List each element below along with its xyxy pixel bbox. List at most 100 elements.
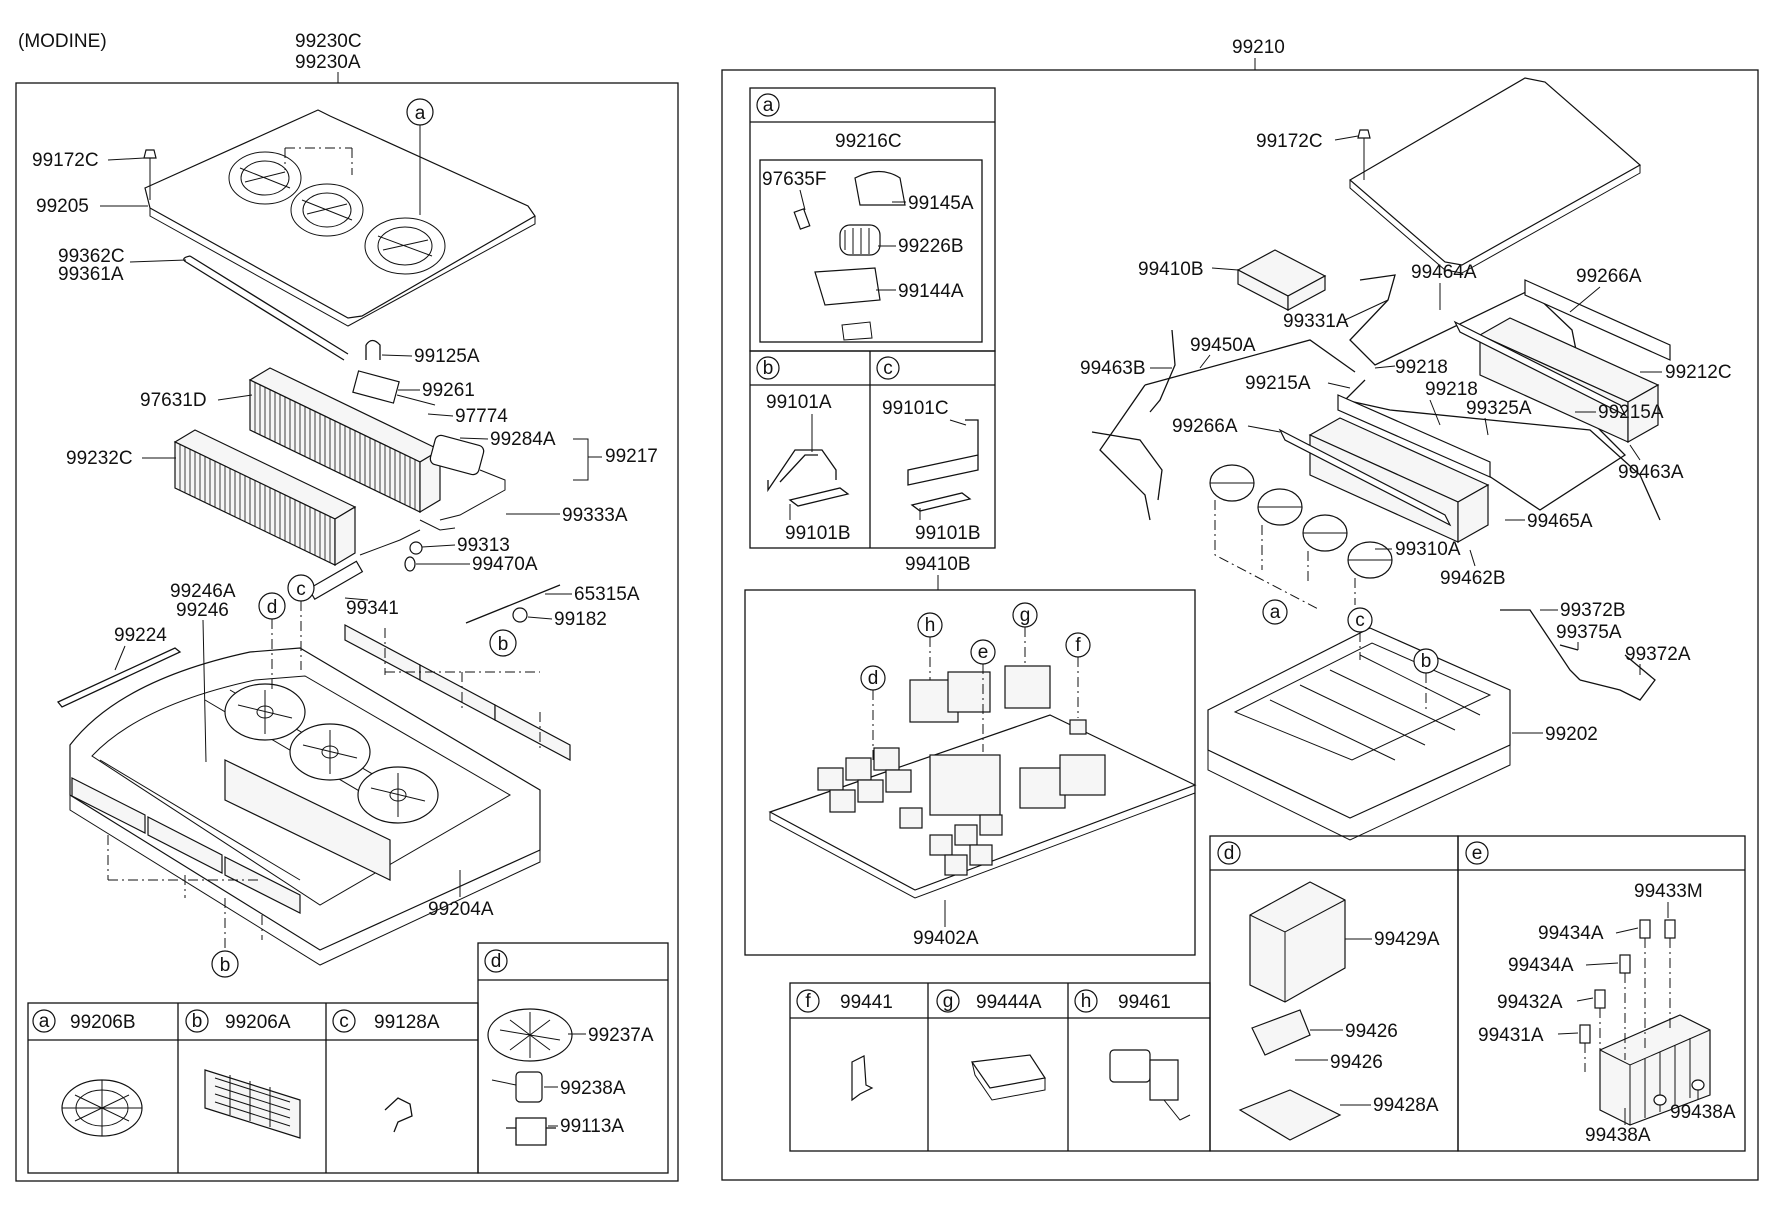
svg-text:99128A: 99128A: [374, 1012, 440, 1033]
svg-text:b: b: [763, 358, 774, 379]
svg-text:99238A: 99238A: [560, 1078, 626, 1099]
svg-text:99313: 99313: [457, 535, 510, 556]
svg-text:99438A: 99438A: [1585, 1125, 1651, 1146]
evaporator-upper: [1453, 279, 1671, 444]
svg-text:f: f: [1075, 635, 1081, 656]
svg-text:d: d: [267, 597, 278, 618]
bracket-c-icon: [907, 419, 979, 486]
svg-text:b: b: [498, 634, 509, 655]
svg-text:b: b: [1421, 651, 1432, 672]
bracket-b-icon: [767, 449, 837, 493]
svg-text:99464A: 99464A: [1411, 262, 1477, 283]
svg-text:99432A: 99432A: [1497, 992, 1563, 1013]
svg-text:99101C: 99101C: [882, 398, 949, 419]
svg-text:99172C: 99172C: [32, 150, 99, 171]
blower-motors: [1209, 464, 1393, 579]
svg-text:99444A: 99444A: [976, 992, 1042, 1013]
svg-text:99232C: 99232C: [66, 448, 133, 469]
fuse-holder-icon: [851, 1055, 874, 1102]
evaporator-cover: [1348, 77, 1642, 274]
plate-icon: [1238, 1089, 1342, 1141]
mount-icon: [506, 1117, 556, 1146]
svg-text:c: c: [296, 579, 306, 600]
svg-text:99204A: 99204A: [428, 899, 494, 920]
svg-text:99372A: 99372A: [1625, 644, 1691, 665]
svg-text:e: e: [1472, 843, 1483, 864]
svg-text:d: d: [491, 951, 502, 972]
svg-text:99202: 99202: [1545, 724, 1598, 745]
svg-text:99125A: 99125A: [414, 346, 480, 367]
svg-text:99375A: 99375A: [1556, 622, 1622, 643]
panel-a: [749, 87, 996, 352]
svg-text:99101B: 99101B: [785, 523, 851, 544]
panel-bc: [749, 350, 996, 549]
svg-text:99217: 99217: [605, 446, 658, 467]
right-title-99210: 99210: [1232, 37, 1285, 58]
motor-icon: [515, 1071, 543, 1103]
module-icon: [970, 1054, 1046, 1089]
svg-text:e: e: [978, 642, 989, 663]
left-title-99230a: 99230A: [295, 52, 361, 73]
top-cover: [144, 109, 536, 327]
svg-text:99434A: 99434A: [1538, 923, 1604, 944]
svg-text:99341: 99341: [346, 598, 399, 619]
svg-text:99212C: 99212C: [1665, 362, 1732, 383]
svg-text:99331A: 99331A: [1283, 311, 1349, 332]
svg-text:99426: 99426: [1330, 1052, 1383, 1073]
svg-text:99463A: 99463A: [1618, 462, 1684, 483]
svg-text:99101A: 99101A: [766, 392, 832, 413]
svg-text:99462B: 99462B: [1440, 568, 1506, 589]
right-assembly-frame: [721, 69, 1759, 1181]
svg-text:99325A: 99325A: [1466, 398, 1532, 419]
svg-text:c: c: [1355, 610, 1365, 631]
svg-text:97774: 97774: [455, 406, 508, 427]
blower-housing-icon: [854, 170, 906, 206]
svg-text:99215A: 99215A: [1598, 402, 1664, 423]
svg-text:99333A: 99333A: [562, 505, 628, 526]
svg-text:c: c: [883, 358, 893, 379]
svg-text:99266A: 99266A: [1172, 416, 1238, 437]
svg-text:99205: 99205: [36, 196, 89, 217]
svg-text:99429A: 99429A: [1374, 929, 1440, 950]
svg-text:99246: 99246: [176, 600, 229, 621]
svg-text:99237A: 99237A: [588, 1025, 654, 1046]
svg-text:99144A: 99144A: [898, 281, 964, 302]
svg-text:99246A: 99246A: [170, 581, 236, 602]
relay-icon: [1109, 1049, 1151, 1083]
svg-text:99172C: 99172C: [1256, 131, 1323, 152]
grille-strips: [71, 624, 571, 914]
svg-text:99361A: 99361A: [58, 264, 124, 285]
svg-text:99218: 99218: [1395, 357, 1448, 378]
svg-text:b: b: [192, 1011, 203, 1032]
svg-text:d: d: [1224, 843, 1235, 864]
svg-text:99216C: 99216C: [835, 131, 902, 152]
svg-text:g: g: [1020, 605, 1031, 626]
relay-large-icon: [1249, 881, 1346, 1003]
svg-text:99434A: 99434A: [1508, 955, 1574, 976]
svg-text:99426: 99426: [1345, 1021, 1398, 1042]
left-detail-table: [27, 942, 669, 1174]
svg-text:a: a: [39, 1011, 50, 1032]
svg-text:a: a: [1270, 602, 1281, 623]
svg-text:h: h: [925, 615, 936, 636]
svg-text:99431A: 99431A: [1478, 1025, 1544, 1046]
left-title-99230c: 99230C: [295, 31, 362, 52]
svg-text:c: c: [339, 1011, 349, 1032]
svg-text:99224: 99224: [114, 625, 167, 646]
svg-text:99441: 99441: [840, 992, 893, 1013]
svg-text:99226B: 99226B: [898, 236, 964, 257]
svg-text:99206B: 99206B: [70, 1012, 136, 1033]
svg-text:99284A: 99284A: [490, 429, 556, 450]
evaporator-lower: [1278, 394, 1491, 544]
svg-text:99410B: 99410B: [1138, 259, 1204, 280]
svg-text:99266A: 99266A: [1576, 266, 1642, 287]
svg-text:99461: 99461: [1118, 992, 1171, 1013]
svg-text:f: f: [805, 991, 811, 1012]
callout-b-top: [489, 629, 517, 657]
panel-e: [1457, 835, 1746, 1152]
svg-text:a: a: [763, 95, 774, 116]
svg-text:97631D: 97631D: [140, 390, 207, 411]
svg-text:99215A: 99215A: [1245, 373, 1311, 394]
svg-text:99113A: 99113A: [560, 1116, 624, 1137]
